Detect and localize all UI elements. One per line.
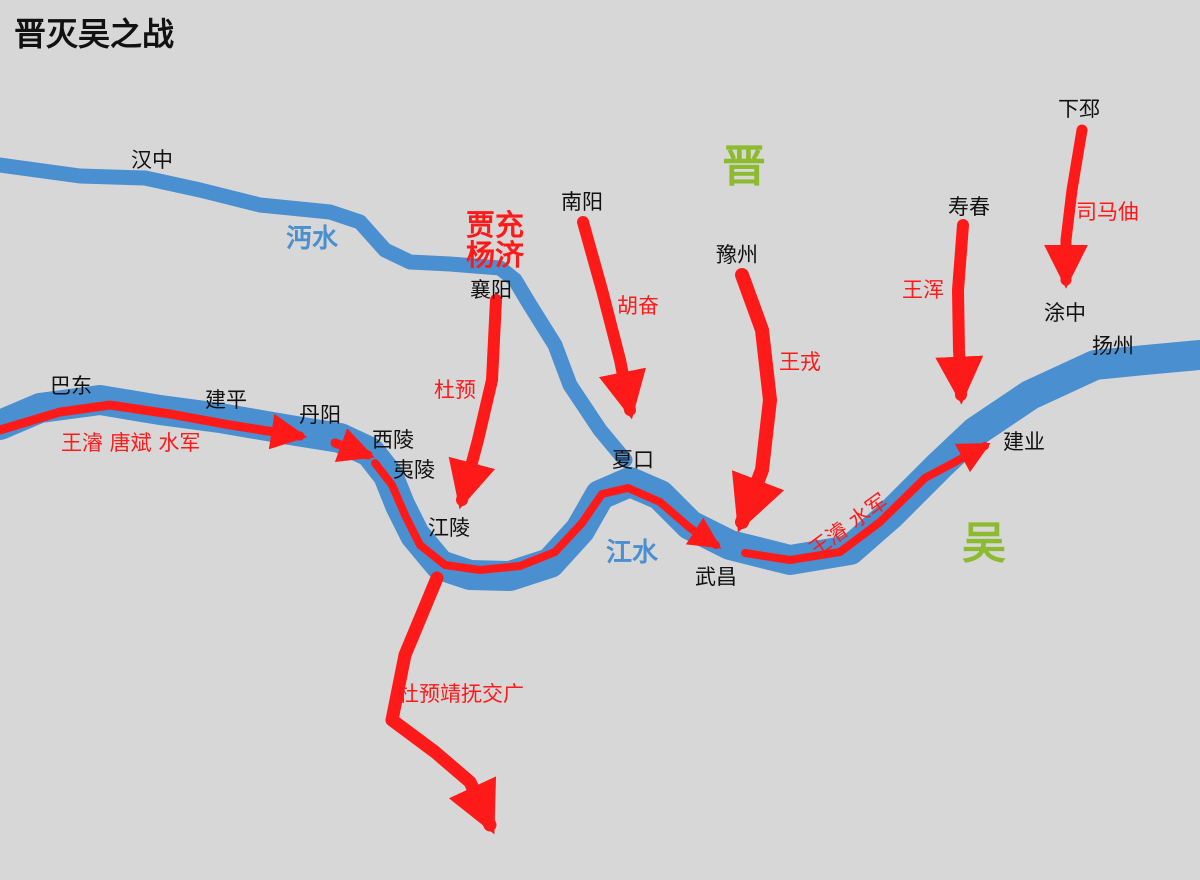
- place-shouchun: 寿春: [948, 195, 990, 219]
- map-title: 晋灭吴之战: [14, 15, 175, 53]
- place-tuzhong: 涂中: [1044, 301, 1086, 325]
- commander-jiachong: 贾充: [466, 208, 525, 242]
- state-label-jin: 晋: [722, 141, 766, 192]
- state-label-wu: 吴: [962, 518, 1006, 569]
- commander-wanghun: 王浑: [902, 278, 944, 302]
- commander-wangjun-tangbin-fleet: 王濬 唐斌 水军: [61, 431, 201, 455]
- commander-duyu-south: 杜预靖抚交广: [398, 682, 524, 706]
- place-badong: 巴东: [50, 374, 92, 398]
- simazhou-arrow: [1044, 124, 1088, 289]
- commander-simazhou: 司马伷: [1076, 200, 1139, 224]
- mianshui-river: [0, 157, 633, 468]
- place-jianye: 建业: [1003, 430, 1045, 454]
- commander-hufen: 胡奋: [617, 294, 659, 318]
- commander-jiachong-yangji: 贾充 杨济: [466, 210, 524, 271]
- commander-duyu: 杜预: [434, 378, 476, 402]
- river-label-mianshui: 沔水: [286, 224, 339, 254]
- place-xiapi: 下邳: [1058, 97, 1100, 121]
- wanghun-arrow: [935, 219, 984, 405]
- place-wuchang: 武昌: [695, 565, 737, 589]
- commander-wangrong: 王戎: [779, 350, 821, 374]
- jiangshui-river: [0, 340, 1200, 591]
- commander-yangji: 杨济: [466, 238, 525, 273]
- place-jianping: 建平: [205, 388, 247, 412]
- duyu-south-arrow: [385, 571, 497, 835]
- river-label-jiangshui: 江水: [606, 538, 659, 568]
- place-yangzhou: 扬州: [1092, 334, 1134, 358]
- wangjun-route-west-arrow: [0, 400, 308, 450]
- wangjun-route-middle-arrow: [371, 459, 722, 574]
- wangjun-route-gorge-arrow: [330, 428, 375, 463]
- wangjun-route-east-arrow: [741, 442, 991, 564]
- wangrong-arrow: [731, 268, 785, 533]
- place-jiangling: 江陵: [428, 516, 470, 540]
- place-yiling: 夷陵: [393, 458, 435, 482]
- duyu-arrow: [448, 294, 502, 510]
- place-danyang: 丹阳: [299, 403, 341, 427]
- hufen-arrow: [577, 216, 647, 420]
- place-xiling: 西陵: [372, 428, 414, 452]
- place-hanzhong: 汉中: [131, 148, 173, 172]
- place-xiangyang: 襄阳: [470, 278, 512, 302]
- place-yuzhou: 豫州: [716, 243, 758, 267]
- place-xiakou: 夏口: [612, 448, 654, 472]
- place-nanyang: 南阳: [561, 190, 603, 214]
